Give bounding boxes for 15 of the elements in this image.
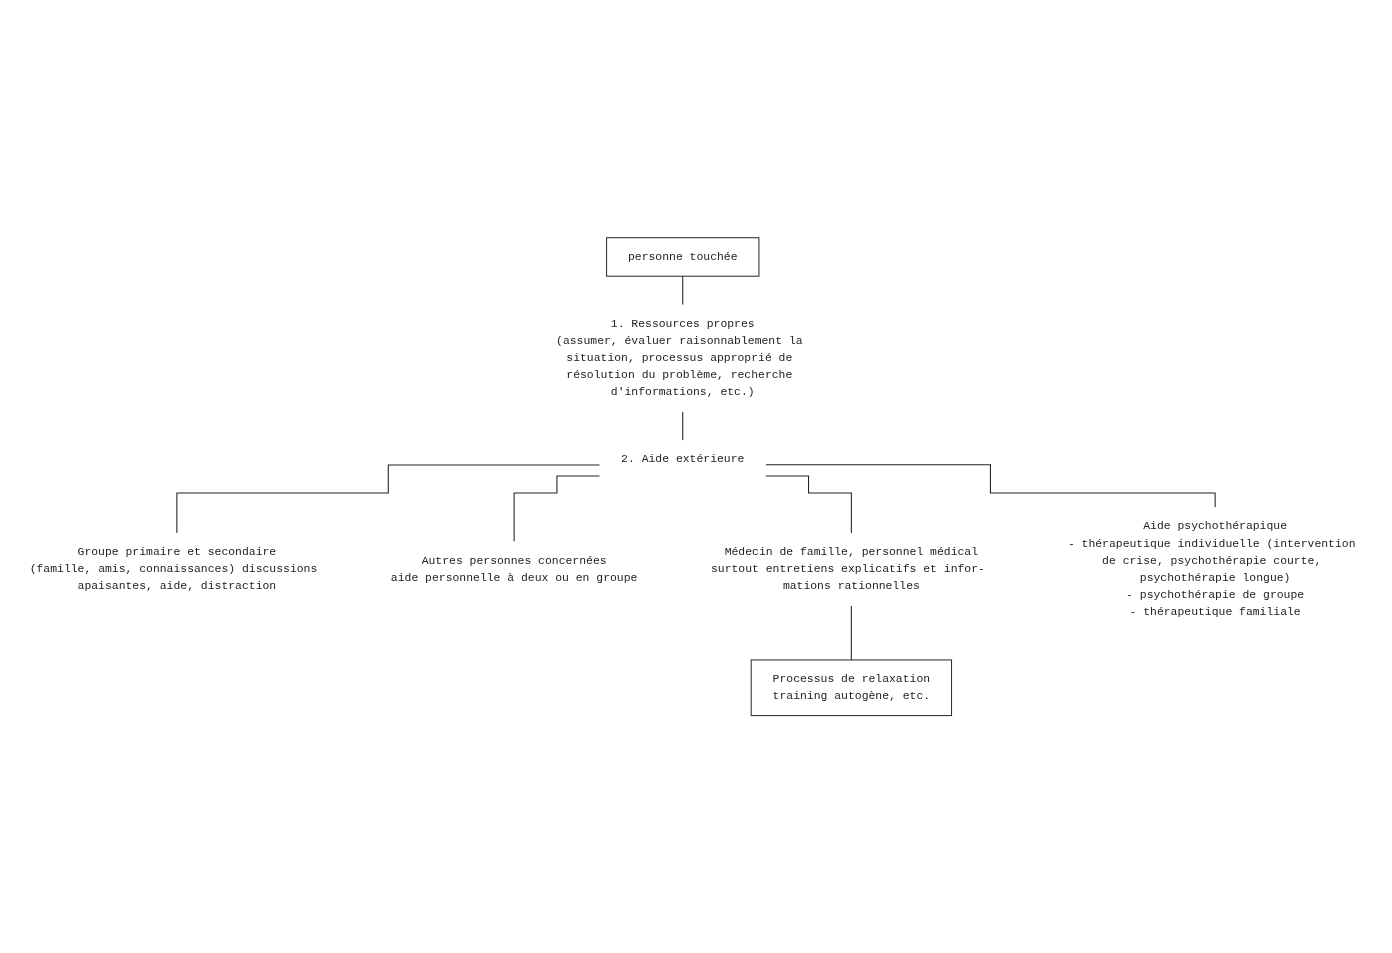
node-text: Médecin de famille, personnel médical surtout entretiens explicatifs et infor- mations rationnelles bbox=[710, 545, 985, 593]
node-text: Aide psychothérapique - thérapeutique individuelle (intervention de crise, psychothérapie courte, psychothérapie longue) - psychothérapie de groupe - thérapeutique familiale bbox=[1067, 520, 1356, 619]
connector bbox=[682, 275, 684, 306]
node-text: Autres personnes concernées aide personnelle à deux ou en groupe bbox=[390, 554, 638, 585]
node-text: 2. Aide extérieure bbox=[621, 452, 745, 466]
connector bbox=[850, 605, 852, 661]
node-box: Processus de relaxation training autogène, etc. bbox=[750, 659, 953, 716]
connector bbox=[682, 411, 684, 441]
connector bbox=[765, 475, 852, 534]
connector bbox=[765, 464, 1216, 508]
node-text: Groupe primaire et secondaire (famille, amis, connaissances) discussions apaisantes, aide, distraction bbox=[29, 545, 318, 593]
node-box: personne touchée bbox=[606, 237, 760, 277]
node-text: 1. Ressources propres (assumer, évaluer raisonnablement la situation, processus approprié de résolution du problème, recherche d'informations, etc.) bbox=[556, 317, 803, 399]
connector bbox=[513, 475, 601, 542]
connector bbox=[176, 464, 601, 534]
